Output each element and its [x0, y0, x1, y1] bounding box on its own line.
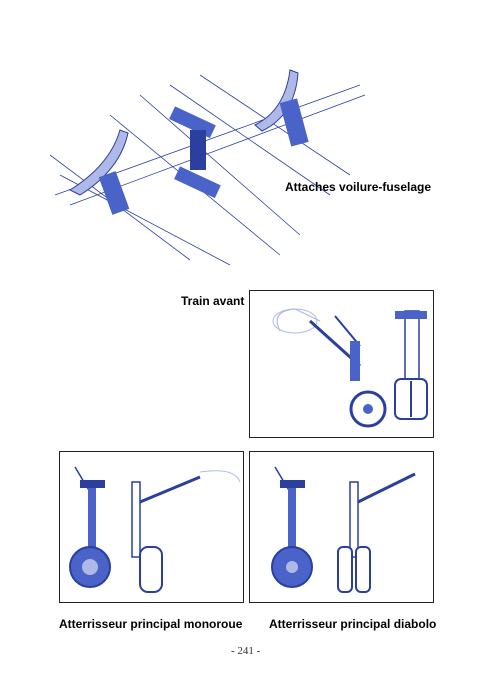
- main-gear-mono-frame: [59, 451, 244, 603]
- page-number: - 241 -: [231, 645, 261, 657]
- caption-main-mono: Atterrisseur principal monoroue: [59, 617, 243, 631]
- caption-wing-attach: Attaches voilure-fuselage: [285, 180, 432, 194]
- main-gear-diabolo-frame: [249, 451, 434, 603]
- nose-gear-frame: [249, 290, 434, 438]
- caption-main-diabolo: Atterrisseur principal diabolo: [269, 617, 437, 631]
- caption-nose-gear: Train avant: [181, 294, 245, 308]
- wing-attach-illustration: [50, 55, 370, 265]
